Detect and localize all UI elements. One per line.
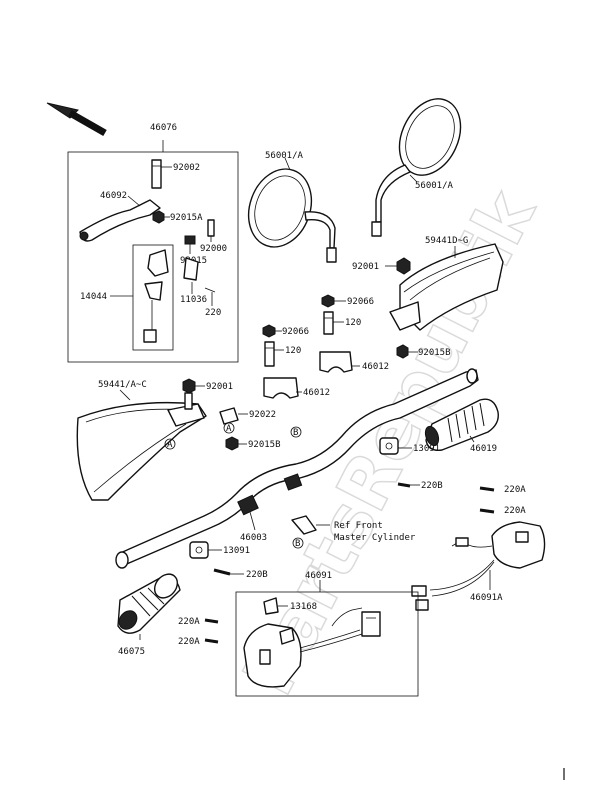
screw-92000[interactable] (207, 219, 215, 237)
label-220a-l1: 220A (178, 617, 200, 627)
washer-92015[interactable] (184, 235, 196, 245)
ref-text-line1: Ref Front (334, 521, 383, 531)
label-92015b-left: 92015B (248, 440, 281, 450)
clamp-13091-right[interactable] (379, 437, 399, 455)
label-92066-mid: 92066 (282, 327, 309, 337)
label-220: 220 (205, 308, 221, 318)
nut-92015b-left[interactable] (225, 436, 239, 451)
hand-guard-left[interactable] (76, 401, 207, 501)
label-92001-top: 92001 (352, 262, 379, 272)
label-220b-left: 220B (246, 570, 268, 580)
ref-marker-b-2: B (292, 537, 304, 549)
svg-text:B: B (293, 428, 298, 438)
hand-guard-right[interactable] (389, 243, 504, 331)
label-46092: 46092 (100, 191, 127, 201)
screw-220a-right-1[interactable] (479, 486, 495, 492)
washer-92066-top[interactable] (321, 294, 335, 308)
washer-92066-mid[interactable] (262, 324, 276, 338)
label-56001a-right: 56001/A (415, 181, 454, 191)
grip-right-46019[interactable] (423, 398, 499, 451)
label-11036: 11036 (180, 295, 207, 305)
ref-marker-a-1: A (223, 422, 235, 434)
switch-right-46091a[interactable] (411, 521, 546, 611)
screw-220b-right[interactable] (397, 482, 411, 488)
screw-220a-left-2[interactable] (204, 638, 219, 644)
lever-assembly-box (67, 151, 239, 363)
bracket-front-master-cylinder[interactable] (291, 515, 317, 535)
clamp-92022[interactable] (219, 407, 239, 425)
ref-text-line2: Master Cylinder (334, 533, 416, 543)
label-220a-l2: 220A (178, 637, 200, 647)
clamp-13168[interactable] (263, 597, 279, 615)
label-46019: 46019 (470, 444, 497, 454)
clutch-switch-box (132, 244, 174, 351)
switch-assembly-box (235, 591, 419, 697)
mirror-right[interactable] (371, 89, 472, 237)
bracket-11036[interactable] (183, 257, 199, 281)
screw-220[interactable] (204, 287, 216, 293)
holder-46012-right[interactable] (319, 351, 353, 373)
label-92000: 92000 (200, 244, 227, 254)
svg-text:A: A (167, 440, 173, 450)
holder-46012-center[interactable] (263, 377, 299, 399)
label-92066-top: 92066 (347, 297, 374, 307)
label-46003: 46003 (240, 533, 267, 543)
bolt-120-mid[interactable] (264, 341, 275, 367)
clutch-lever[interactable] (79, 199, 161, 242)
lever-bolt-92002[interactable] (151, 159, 162, 189)
label-14044: 14044 (80, 292, 107, 302)
switch-left-46091[interactable] (243, 607, 381, 688)
screw-220a-left-1[interactable] (204, 618, 219, 624)
label-46075: 46075 (118, 647, 145, 657)
label-92015a: 92015A (170, 213, 203, 223)
label-120-mid: 120 (285, 346, 301, 356)
label-46012-right: 46012 (362, 362, 389, 372)
label-92022: 92022 (249, 410, 276, 420)
label-13091-left: 13091 (223, 546, 250, 556)
bolt-92001-left[interactable] (182, 378, 196, 410)
clutch-switch-bracket[interactable] (143, 249, 169, 343)
grip-left-46075[interactable] (115, 570, 182, 634)
nut-92015a[interactable] (152, 210, 165, 224)
label-13091-right: 13091 (413, 444, 440, 454)
label-46076: 46076 (150, 123, 177, 133)
bolt-92001-top[interactable] (396, 257, 411, 275)
front-direction-arrow-icon (46, 102, 107, 137)
screw-220a-right-2[interactable] (479, 508, 495, 514)
clamp-13091-left[interactable] (189, 541, 209, 559)
svg-text:A: A (226, 424, 232, 434)
ref-marker-a-2: A (164, 438, 176, 450)
label-220a-r2: 220A (504, 506, 526, 516)
label-46091: 46091 (305, 571, 332, 581)
label-59441ac: 59441/A~C (98, 380, 147, 390)
handlebar-46003[interactable] (115, 368, 479, 569)
nut-92015b-right[interactable] (396, 344, 409, 359)
label-46012-center: 46012 (303, 388, 330, 398)
label-92002: 92002 (173, 163, 200, 173)
label-120-top: 120 (345, 318, 361, 328)
label-59441dg: 59441D~G (425, 236, 468, 246)
bolt-120-top[interactable] (323, 311, 334, 335)
ref-marker-b-1: B (290, 426, 302, 438)
svg-text:B: B (295, 539, 300, 549)
mirror-left[interactable] (238, 160, 337, 263)
label-92001-left: 92001 (206, 382, 233, 392)
label-13168: 13168 (290, 602, 317, 612)
label-56001a-left: 56001/A (265, 151, 304, 161)
label-92015b-right: 92015B (418, 348, 451, 358)
label-220a-r1: 220A (504, 485, 526, 495)
label-46091a: 46091A (470, 593, 503, 603)
screw-220b-left[interactable] (213, 568, 231, 576)
label-220b-right: 220B (421, 481, 443, 491)
